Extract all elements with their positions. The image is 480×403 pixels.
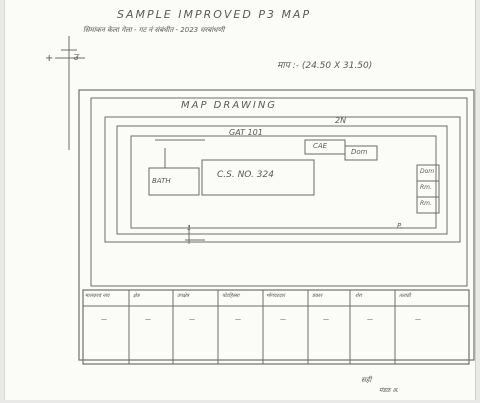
north-mark-label: 2N: [335, 116, 347, 125]
table-header-5: भोगवटदार: [266, 293, 285, 299]
table-cell-5: —: [280, 316, 286, 323]
north-sign: +: [45, 53, 54, 64]
bath-room: [148, 167, 200, 196]
table-cell-4: —: [235, 316, 241, 323]
table-header-8: तलाठी: [399, 293, 411, 299]
dom-box: [344, 145, 378, 161]
inner-frame: [90, 97, 468, 287]
table-frame: [82, 289, 470, 365]
map-subtitle: सिमांकन केला गेला - गट नं संबंधीत - 2023…: [83, 26, 225, 34]
table-cell-3: —: [189, 316, 195, 323]
dom-label: Dom: [351, 148, 368, 156]
table-cell-6: —: [323, 316, 329, 323]
map-title: SAMPLE IMPROVED P3 MAP: [117, 8, 312, 21]
signature-line-2: मंडळ अ.: [379, 387, 399, 394]
table-header-2: क्षेत्र: [133, 293, 140, 299]
right-box-2-label: Rm.: [420, 184, 432, 191]
right-box-1-label: Dom: [420, 168, 435, 175]
table-header-4: पोटहिस्सा: [222, 293, 240, 299]
table-cell-8: —: [415, 316, 421, 323]
north-label: उ: [73, 53, 78, 63]
drawing-title: MAP DRAWING: [181, 100, 278, 111]
cs-number: C.S. NO. 324: [217, 170, 274, 180]
document-page: SAMPLE IMPROVED P3 MAP सिमांकन केला गेला…: [4, 0, 476, 400]
table-header-6: प्रकार: [312, 293, 323, 299]
table-cell-1: —: [101, 316, 107, 323]
boundary-1: [104, 116, 461, 243]
right-box-3-label: Rm.: [420, 200, 432, 207]
cae-label: CAE: [313, 142, 328, 150]
outer-frame: [78, 89, 475, 361]
boundary-3: [130, 135, 437, 229]
table-header-1: मालकाचे नाव: [85, 293, 110, 299]
table-cell-2: —: [145, 316, 151, 323]
scale-text: माप :- (24.50 X 31.50): [277, 61, 373, 71]
bath-label: BATH: [152, 177, 171, 185]
top-road-label: GAT 101: [229, 128, 263, 137]
table-header-7: शेरा: [355, 293, 362, 299]
signature-line-1: सही: [361, 376, 372, 384]
cs-plot: [201, 159, 315, 196]
right-box-3: [416, 196, 440, 214]
table-cell-7: —: [367, 316, 373, 323]
bottom-left-label: 1: [187, 224, 192, 232]
table-header-3: उपक्षेत्र: [177, 293, 189, 299]
boundary-2: [116, 125, 448, 235]
map-lines: [55, 36, 475, 365]
bottom-right-label: P.: [397, 222, 403, 230]
